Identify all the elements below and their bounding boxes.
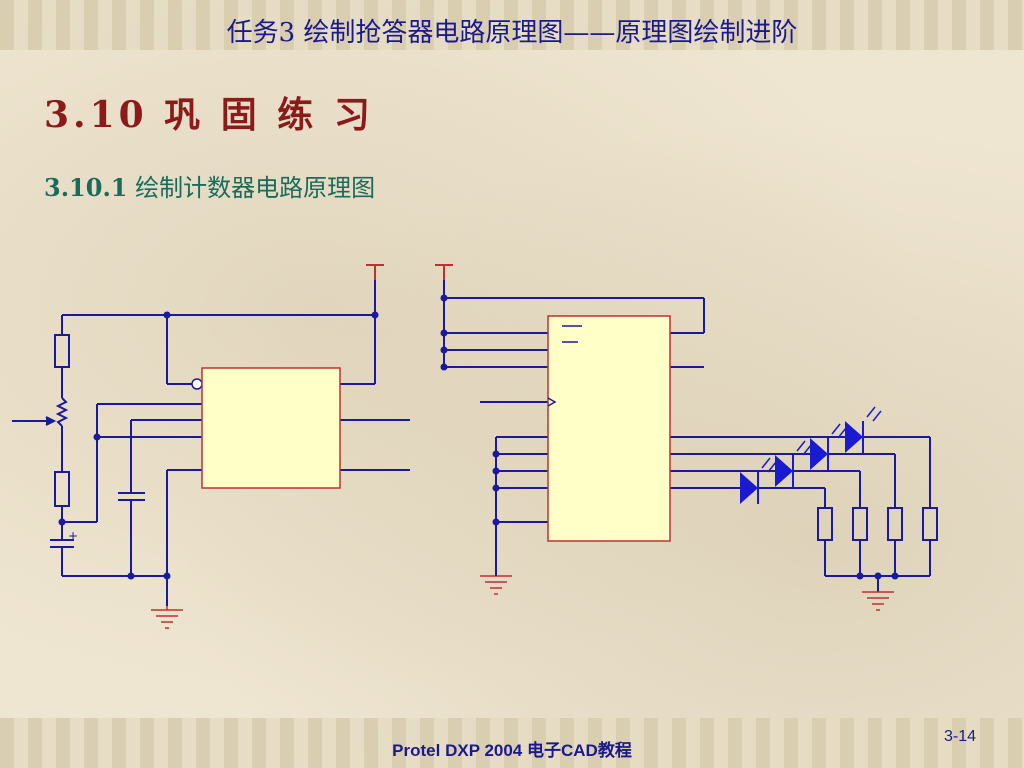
left-junctions (58, 311, 379, 580)
section-title: 3.10 巩 固 练 习 (44, 94, 374, 136)
page-number: 3-14 (944, 728, 977, 745)
ground-symbol-leds (862, 591, 894, 611)
footer-band (0, 718, 1024, 768)
right-circuit (443, 265, 938, 592)
ground-symbol-counter (480, 575, 512, 595)
inversion-bubble (191, 378, 203, 390)
left-circuit (12, 265, 410, 606)
resistor-led3 (887, 507, 903, 541)
battery-plus-sign: + (68, 529, 78, 543)
resistor-led4 (922, 507, 938, 541)
header-band (0, 0, 1024, 50)
subsection-number: 3.10.1 (44, 173, 128, 202)
led-1 (740, 457, 777, 504)
resistor-r1 (54, 334, 70, 368)
led-4 (845, 406, 882, 453)
footer-text: Protel DXP 2004 电子CAD教程 (392, 741, 632, 760)
resistor-r2 (54, 471, 70, 507)
header-title: 任务3 绘制抢答器电路原理图——原理图绘制进阶 (226, 18, 798, 48)
ground-symbol-left (151, 606, 183, 629)
potentiometer (55, 397, 69, 427)
right-junctions (440, 294, 899, 580)
vcc-symbol-right (435, 264, 453, 280)
led-3 (810, 423, 847, 470)
vcc-symbol-left (366, 264, 384, 280)
resistor-led2 (852, 507, 868, 541)
led-array (740, 406, 882, 504)
subsection-title: 3.10.1 绘制计数器电路原理图 (44, 168, 375, 203)
led-2 (775, 440, 812, 487)
counter-ic (547, 315, 671, 542)
counter-ic-markings (547, 325, 582, 407)
subsection-label: 绘制计数器电路原理图 (135, 174, 376, 202)
timer-ic (201, 367, 341, 489)
resistor-led1 (817, 507, 833, 541)
